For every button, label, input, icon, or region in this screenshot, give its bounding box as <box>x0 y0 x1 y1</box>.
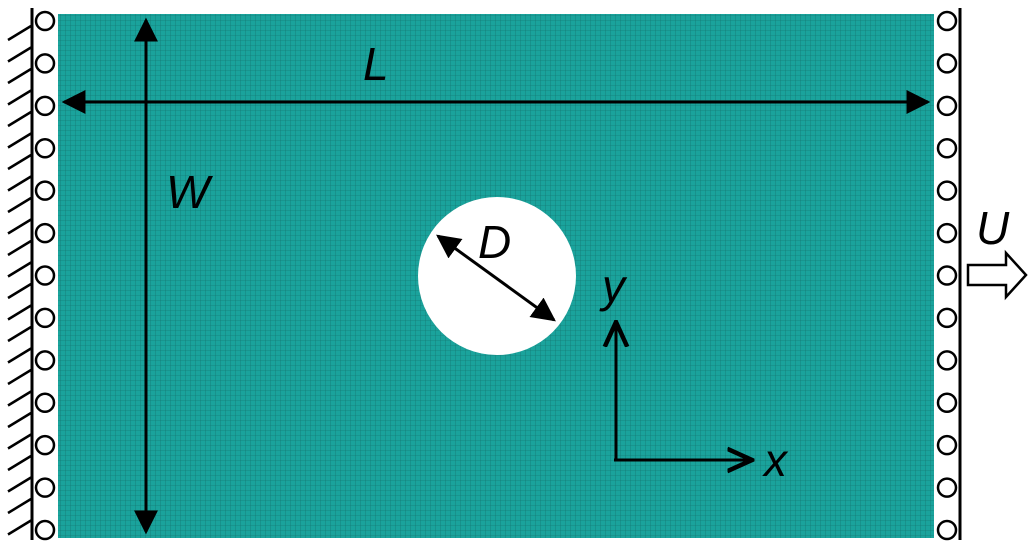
hatch-line <box>7 282 32 300</box>
right-roller-support <box>936 8 962 541</box>
hatch-line <box>7 368 32 386</box>
right-support-roller <box>936 180 958 201</box>
hatch-line <box>7 175 32 192</box>
hatch-line <box>7 347 32 364</box>
left-support-roller <box>34 477 56 498</box>
right-support-roller <box>936 477 958 498</box>
hatch-line <box>7 239 32 257</box>
right-support-rollers <box>936 10 958 541</box>
left-support-roller <box>34 222 56 244</box>
right-support-roller <box>936 307 958 329</box>
diameter-dimension-arrow <box>436 234 556 322</box>
left-support-roller <box>34 180 56 201</box>
hatch-line <box>7 454 32 472</box>
left-support-roller <box>34 307 56 329</box>
left-support-rollers <box>34 10 56 541</box>
left-support-roller <box>34 265 56 286</box>
hatch-line <box>7 390 32 407</box>
left-support-roller <box>34 53 56 74</box>
hatch-line <box>7 89 32 106</box>
displacement-label: U <box>976 202 1010 254</box>
left-support-roller <box>34 434 56 456</box>
hatch-line <box>7 24 32 42</box>
right-support-roller <box>936 350 958 371</box>
left-support-roller <box>34 95 56 117</box>
hatch-line <box>7 476 32 493</box>
hatch-line <box>7 411 32 429</box>
hatch-line <box>7 153 32 171</box>
hatch-line <box>7 67 32 85</box>
left-support-roller <box>34 392 56 413</box>
hatch-line <box>7 261 32 278</box>
hatch-line <box>7 519 32 536</box>
right-support-roller <box>936 95 958 117</box>
width-label: W <box>166 166 214 218</box>
hatch-line <box>7 46 32 63</box>
hatch-line <box>7 325 32 343</box>
x-axis-label: x <box>762 434 789 486</box>
right-support-roller <box>936 265 958 286</box>
right-support-roller <box>936 392 958 413</box>
right-support-roller <box>936 10 958 32</box>
hatch-line <box>7 110 32 128</box>
left-support-roller <box>34 138 56 159</box>
y-axis-label: y <box>599 260 628 312</box>
left-support-roller <box>34 350 56 371</box>
left-support-roller <box>34 10 56 32</box>
hatch-line <box>7 433 32 450</box>
hatch-line <box>7 132 32 149</box>
hatch-line <box>7 304 32 321</box>
hatch-line <box>7 218 32 235</box>
left-support-roller <box>34 519 56 541</box>
left-support-hatching <box>7 24 32 536</box>
right-support-roller <box>936 138 958 159</box>
diameter-label: D <box>478 216 511 268</box>
length-label: L <box>363 38 389 90</box>
left-fixed-support <box>7 8 56 541</box>
right-support-roller <box>936 434 958 456</box>
hatch-line <box>7 196 32 214</box>
right-support-roller <box>936 53 958 74</box>
displacement-arrow-icon <box>966 249 1028 301</box>
right-support-roller <box>936 519 958 541</box>
right-support-roller <box>936 222 958 244</box>
hatch-line <box>7 497 32 515</box>
